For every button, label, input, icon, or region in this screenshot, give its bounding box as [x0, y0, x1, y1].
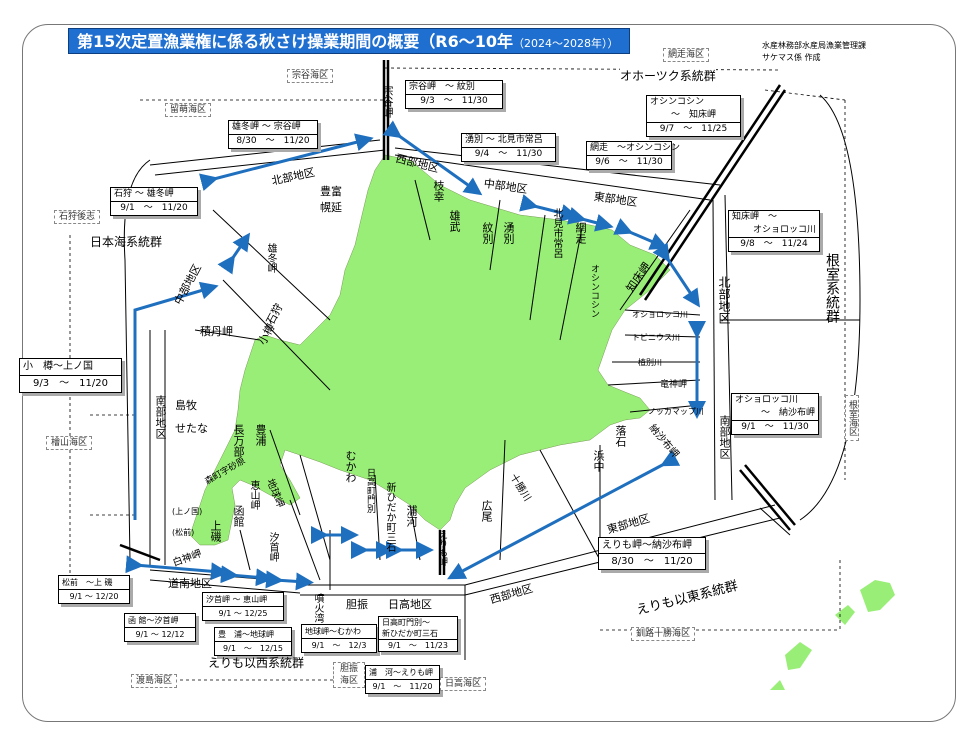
- place-erimo: えりも岬: [437, 530, 447, 566]
- place-abashiri: 網走: [574, 222, 587, 244]
- place-kaminokuni-note: (上ノ国): [172, 507, 203, 516]
- page-title: 第15次定置漁業権に係る秋さけ操業期間の概要（R6～10年（2024～2028年…: [68, 28, 630, 54]
- place-matsumae-note: (松前): [172, 528, 195, 537]
- place-shiokubi: 汐首岬: [267, 532, 278, 562]
- author-section: サケマス係 作成: [762, 53, 821, 62]
- place-toyoura: 豊浦: [254, 424, 267, 446]
- place-oshinkoshin: オシンコシン: [589, 264, 599, 318]
- group-west-erimo: えりも以西系統群: [208, 656, 305, 670]
- district-north-2: 北部地区: [717, 276, 731, 324]
- place-monbetsu: 紋別: [481, 222, 494, 244]
- place-ochiishi: 落石: [614, 425, 627, 447]
- district-funka-bay: 噴火湾: [312, 593, 323, 623]
- place-horonobe: 幌延: [320, 201, 342, 214]
- place-hiroo: 広尾: [480, 500, 493, 522]
- place-urakawa: 浦河: [405, 505, 418, 527]
- place-shimamaki: 島牧: [175, 399, 197, 412]
- place-omu: 雄武: [448, 210, 461, 232]
- place-esan: 恵山岬: [248, 480, 259, 510]
- place-soya-misaki: 宗谷岬: [381, 85, 394, 118]
- sea-area-hiyama: 檜山海区: [46, 436, 93, 450]
- district-donan: 道南地区: [168, 577, 212, 590]
- district-south-1: 南部地区: [718, 415, 731, 459]
- place-tokoro: 北見市常呂: [551, 208, 562, 258]
- sea-area-rumoi: 留萌海区: [165, 103, 212, 117]
- place-yubetsu: 湧別: [502, 222, 515, 244]
- place-oshamambe: 長万部: [232, 424, 245, 457]
- sea-area-oshima: 渡島海区: [131, 674, 178, 688]
- place-ryujin: 竜神岬: [660, 380, 688, 390]
- place-toyotomi: 豊富: [320, 185, 342, 198]
- place-oshorokko: オショロッコ川: [632, 310, 688, 319]
- place-obira: 雄冬岬: [265, 243, 276, 273]
- hokkaido-landmass: [189, 154, 671, 546]
- place-shakotan: 積丹岬: [200, 325, 233, 338]
- sea-area-kushiro-tokachi: 釧路十勝海区: [631, 627, 696, 641]
- place-hakodate: 函館: [232, 505, 245, 527]
- place-uebetsu: 植別川: [638, 358, 662, 367]
- sea-area-iburi: 胆振海区: [333, 662, 365, 688]
- place-tobiniusu: トビニウス川: [632, 333, 680, 342]
- district-south-2: 南部地区: [154, 395, 167, 439]
- place-mukawa: むかわ: [344, 450, 357, 483]
- sea-area-hidaka: 日高海区: [440, 677, 487, 691]
- district-hidaka: 日高地区: [388, 598, 432, 611]
- sea-area-nemuro: 根室海区: [845, 395, 859, 441]
- group-okhotsk: オホーツク系統群: [620, 67, 716, 84]
- place-kamiiso: 上磯: [209, 520, 222, 542]
- district-iburi: 胆振: [346, 598, 368, 611]
- place-esashi: 枝幸: [432, 180, 445, 202]
- place-mitsuishi: 新ひだか町三石: [384, 482, 395, 552]
- group-nemuro: 根室系統群: [824, 253, 840, 323]
- place-hamanaka: 浜中: [592, 450, 605, 472]
- group-japan-sea: 日本海系統群: [90, 235, 163, 249]
- sea-area-ishikari: 石狩後志: [54, 210, 101, 224]
- author-dept: 水産林務部水産局漁業管理課: [762, 41, 866, 50]
- sea-area-abashiri: 網走海区: [663, 48, 710, 62]
- place-monbetsu-hidaka: 日高町門別: [365, 468, 375, 513]
- place-nokkamappu: ノッカマップ川: [648, 407, 704, 416]
- place-setana: せたな: [175, 422, 208, 435]
- sea-area-soya: 宗谷海区: [287, 69, 334, 83]
